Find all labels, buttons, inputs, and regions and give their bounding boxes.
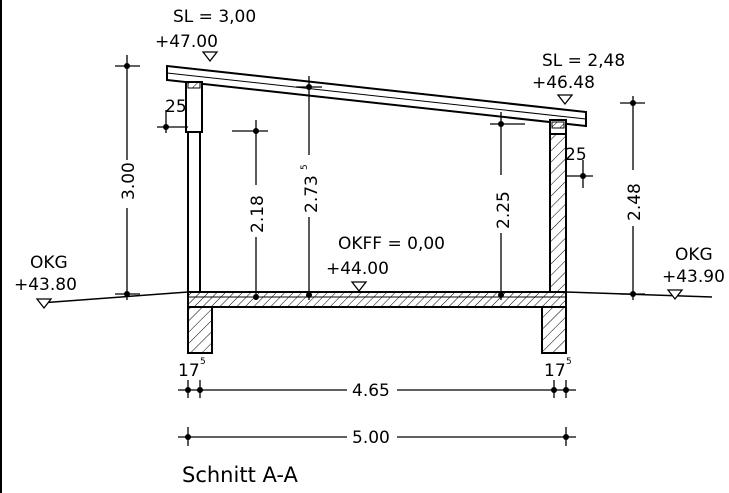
dim-dot [306,84,312,90]
dim-dot [630,291,636,297]
dim-dot [551,387,557,393]
dim-dot [253,294,259,300]
drawing-title: Schnitt A-A [182,463,298,487]
floor-slab [187,291,567,308]
dim-dot [197,387,203,393]
dim-height-left-inner-label: 2.18 [248,195,268,233]
level-okg-right-elevation: +43.90 [662,267,725,287]
level-sl-right: SL = 2,48 [542,51,625,71]
dim-height-mid-superscript: 5 [300,164,310,170]
ground-line-left [39,291,189,304]
dim-wall-right-label: 17 [544,361,566,381]
level-sl-left-elevation: +47.00 [155,32,218,52]
level-okff: OKFF = 0,00 [338,234,445,254]
dim-dot [580,173,586,179]
dim-inner-width-label: 4.65 [352,381,390,401]
level-sl-right-elevation: +46.48 [532,73,595,93]
dim-dot [124,63,130,69]
beam-left-cap [187,81,201,89]
dim-height-left-label: 3.00 [119,162,139,200]
dim-wall-right-superscript: 5 [566,357,572,367]
level-okg-left: OKG [30,253,68,273]
dim-dot [498,292,504,298]
level-okg-right: OKG [675,245,713,265]
foundation-left [187,306,213,354]
level-okff-elevation: +44.00 [326,259,389,279]
dim-height-right-label: 2.48 [625,183,645,221]
dim-dot [185,434,191,440]
roof-inner-line [166,72,587,120]
foundation-right [541,306,567,354]
level-marker-icon [35,298,53,310]
dim-outer-width-label: 5.00 [352,428,390,448]
level-marker-icon [350,281,368,293]
dim-dot [498,121,504,127]
dim-beam-left-label: 25 [165,97,187,117]
dim-height-right-inner-label: 2.25 [494,191,514,229]
dim-height-mid-label: 2.73 [302,175,322,213]
dim-dot [563,387,569,393]
dim-beam-right-label: 25 [565,145,587,165]
beam-left [185,81,203,133]
dim-dot [185,387,191,393]
wall-right [549,133,567,293]
level-marker-icon [556,94,574,106]
dim-dot [124,291,130,297]
level-sl-left: SL = 3,00 [173,7,256,27]
dim-dot [306,292,312,298]
dim-dot [563,434,569,440]
level-okg-left-elevation: +43.80 [14,275,77,295]
dim-dot [163,124,169,130]
beam-right-cap [551,121,565,129]
level-marker-icon [666,289,684,301]
dim-wall-left-label: 17 [178,361,200,381]
dim-dot [630,100,636,106]
dim-dot [253,128,259,134]
dim-wall-left-superscript: 5 [200,357,206,367]
level-marker-icon [201,51,219,63]
